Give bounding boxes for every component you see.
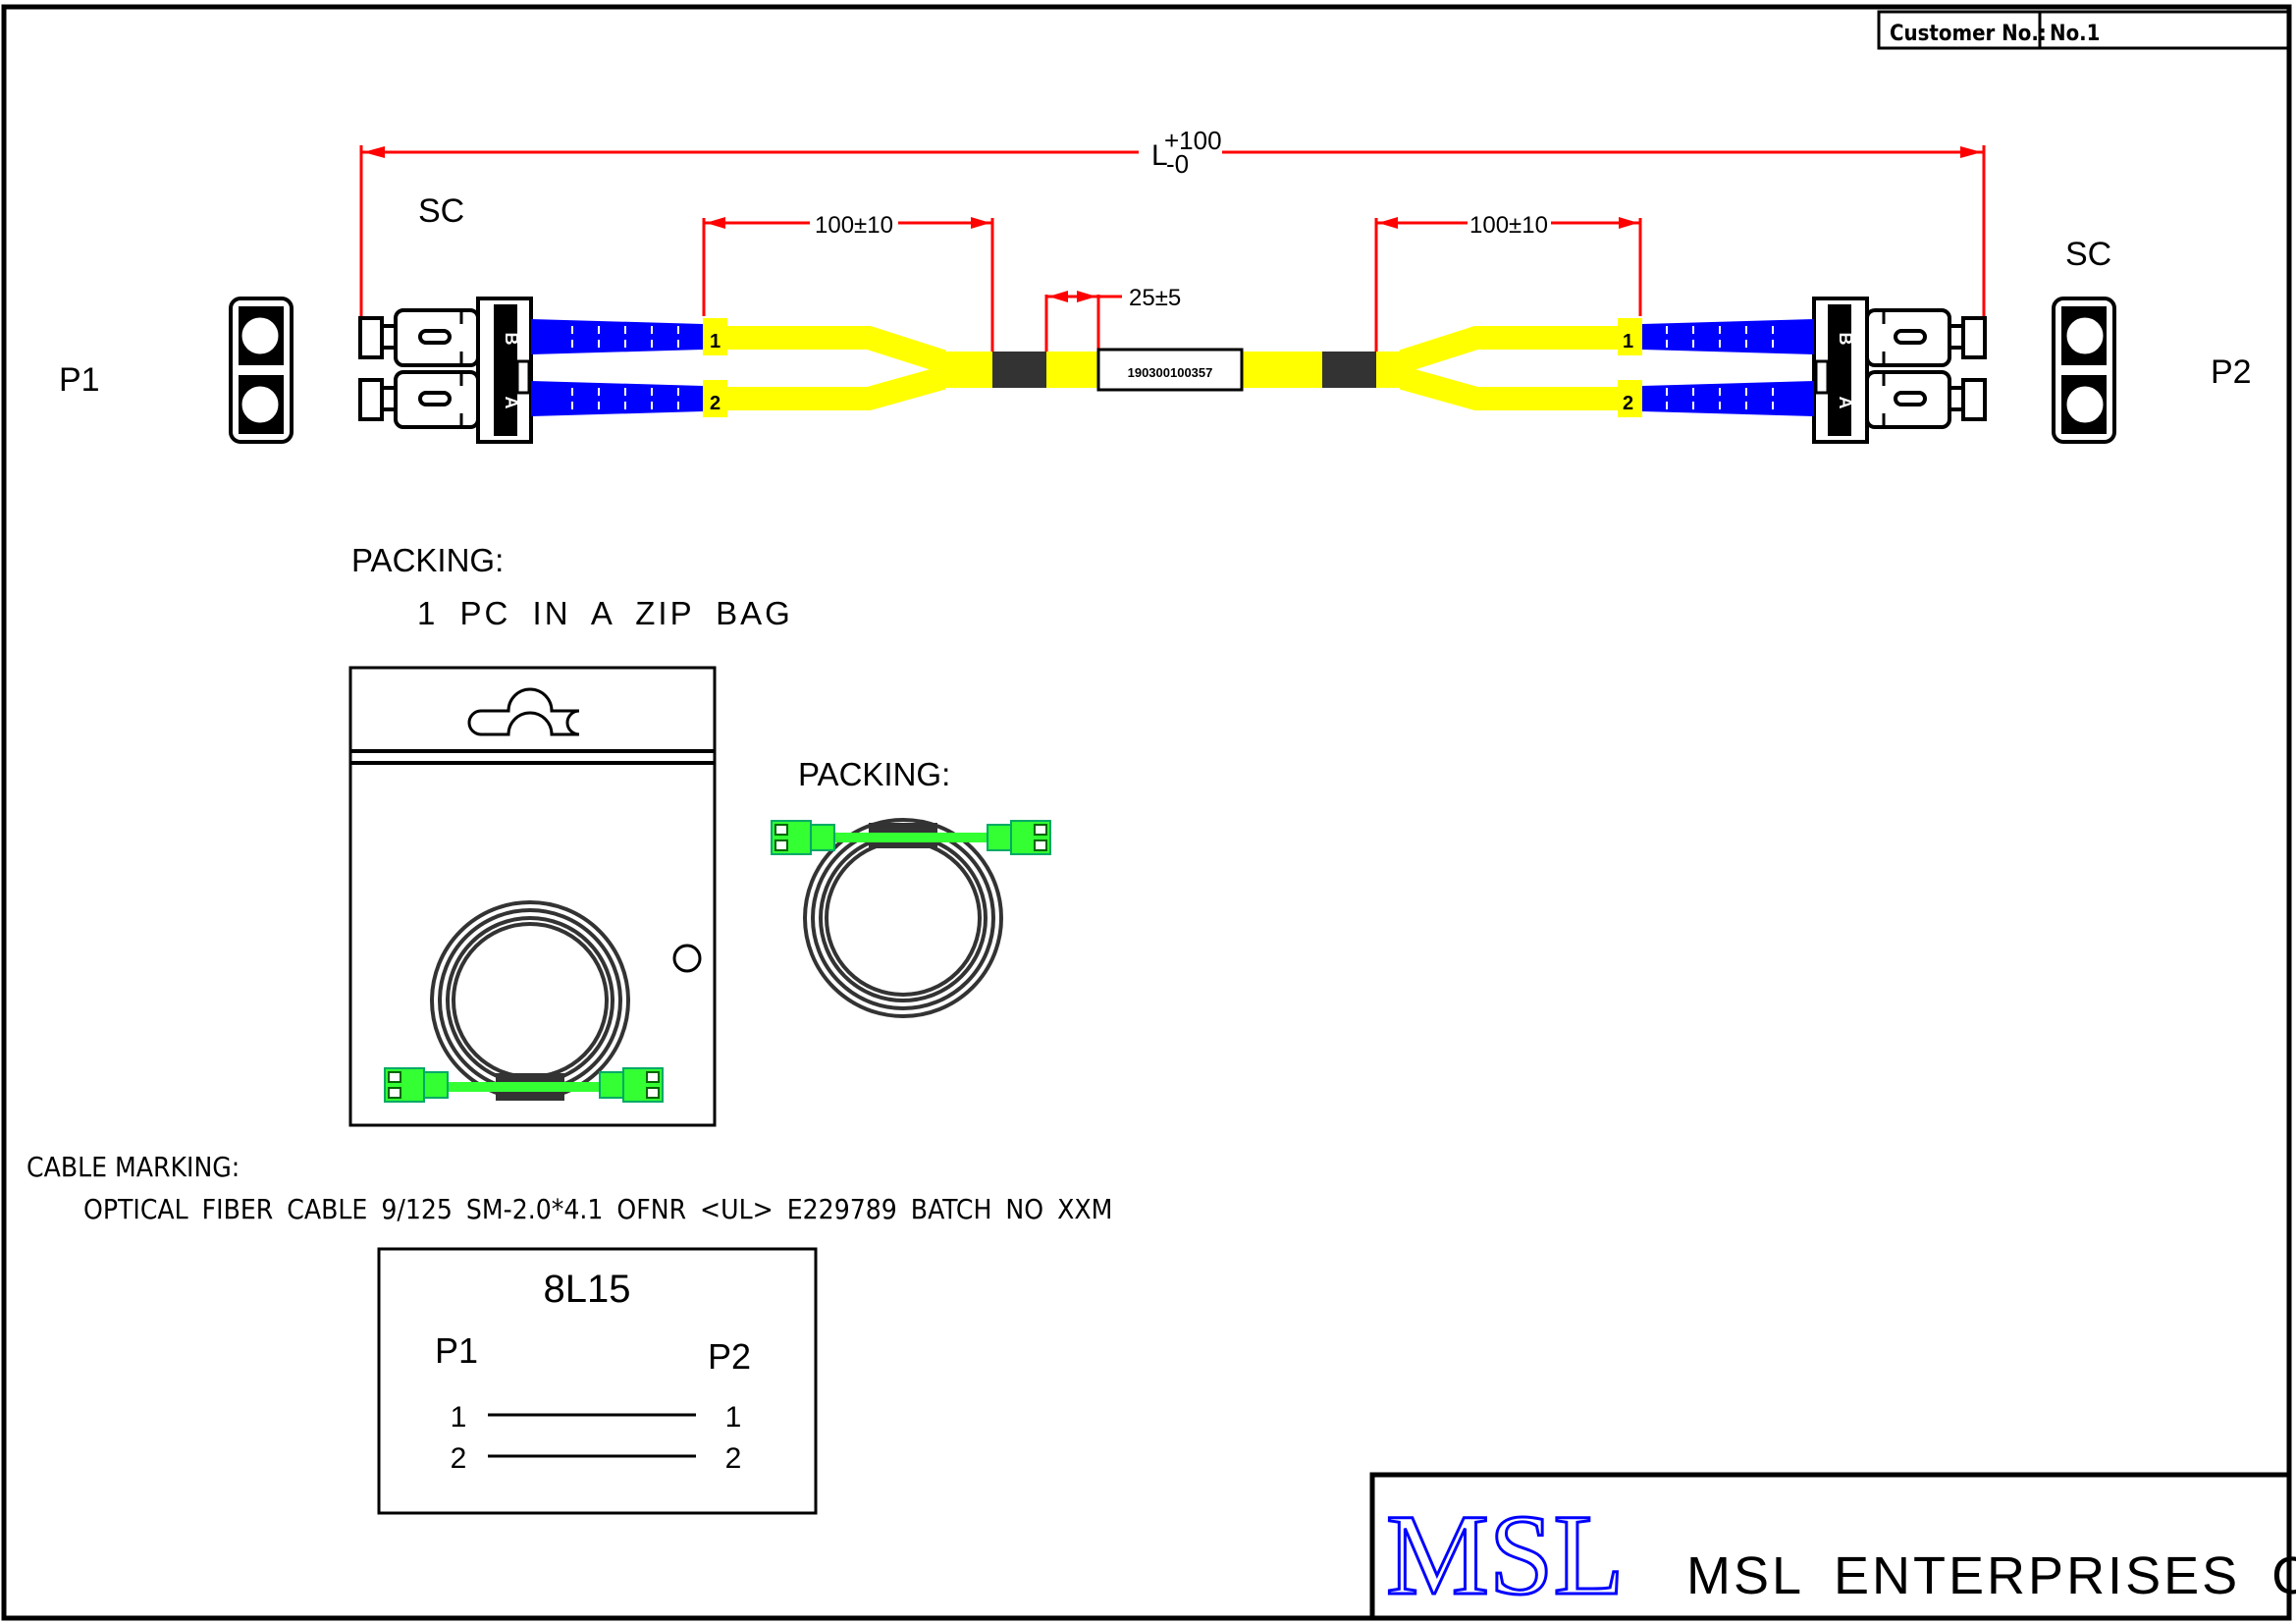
cable-marking-text: OPTICAL FIBER CABLE 9/125 SM-2.0*4.1 OFN… [83, 1193, 1112, 1225]
cable-label-text: 190300100357 [1128, 365, 1213, 380]
company-name: MSL ENTERPRISES CORP. [1686, 1546, 2296, 1605]
wiring-left-header: P1 [435, 1330, 478, 1371]
right-sc-connector [1403, 298, 2114, 442]
wiring-right-header: P2 [708, 1336, 751, 1377]
cable-label-tag [1096, 348, 1244, 392]
customer-box: Customer No.: No.1 [1877, 10, 2291, 50]
customer-number: No.1 [2050, 22, 2100, 46]
packing-title: PACKING: [351, 542, 504, 578]
label-offset-dimension [1044, 291, 1122, 352]
right-boot-a: A [1836, 397, 1855, 409]
coiled-cable-illustration [771, 818, 1051, 1018]
right-end-label: P2 [2211, 353, 2252, 391]
wiring-code: 8L15 [544, 1268, 631, 1311]
overall-length-dimension [359, 145, 1986, 316]
cable-marking-title: CABLE MARKING: [27, 1151, 240, 1183]
title-block: MSL MSL ENTERPRISES CORP. [1369, 1472, 2296, 1621]
zip-bag-illustration [348, 666, 717, 1127]
breakout-right-label: 100±10 [1469, 212, 1548, 239]
packing-description: 1 PC IN A ZIP BAG [417, 595, 793, 631]
label-offset-text: 25±5 [1129, 285, 1181, 311]
breakout-sleeve-right [1322, 352, 1376, 388]
hang-hole-icon [672, 944, 702, 973]
right-boot-b: B [1836, 333, 1855, 346]
customer-label: Customer No.: [1890, 22, 2047, 46]
right-port-2: 2 [1623, 393, 1633, 414]
left-sc-connector [231, 298, 942, 442]
wiring-row-2-right: 2 [725, 1442, 742, 1475]
wiring-row-2-left: 2 [451, 1442, 467, 1475]
right-port-1: 1 [1623, 331, 1633, 352]
breakout-left-label: 100±10 [815, 212, 893, 239]
breakout-dimension-right [1374, 217, 1642, 352]
left-port-1: 1 [710, 331, 721, 352]
breakout-dimension-left [702, 217, 994, 352]
left-connector-type: SC [418, 192, 464, 230]
left-end-label: P1 [59, 361, 100, 399]
sheet-border [1, 4, 2292, 1621]
breakout-sleeve-left [992, 352, 1046, 388]
left-boot-b: B [502, 333, 521, 346]
overall-tolerance-plus: +100 [1164, 126, 1222, 155]
overall-tolerance-minus: -0 [1166, 149, 1189, 179]
wiring-diagram-box: 8L15 P1 P2 1 1 2 2 [377, 1247, 818, 1515]
left-port-2: 2 [710, 393, 721, 414]
company-logo: MSL [1386, 1490, 1625, 1619]
wiring-row-1-right: 1 [725, 1401, 742, 1434]
wiring-row-1-left: 1 [451, 1401, 467, 1434]
packing-title-secondary: PACKING: [798, 756, 950, 792]
left-boot-a: A [502, 397, 521, 409]
overall-length-label: L [1151, 139, 1168, 172]
right-connector-type: SC [2065, 236, 2111, 273]
